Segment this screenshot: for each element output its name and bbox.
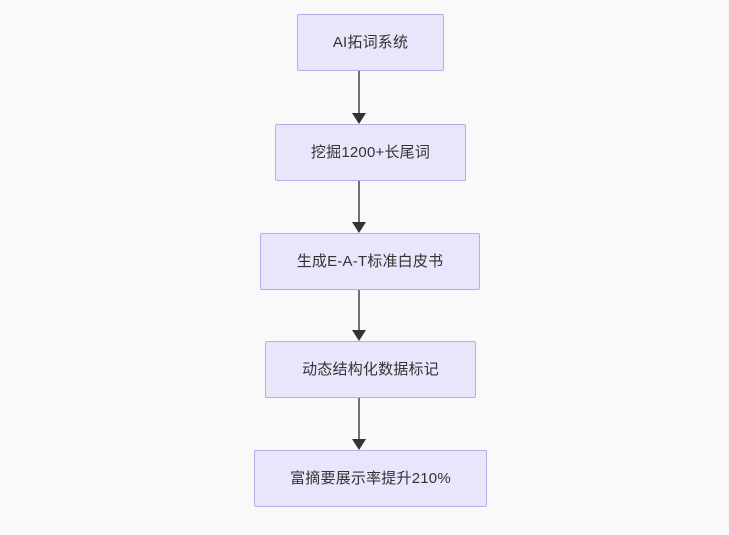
flowchart-node-2[interactable]: 挖掘1200+长尾词	[275, 124, 466, 181]
flowchart-node-4-label: 动态结构化数据标记	[302, 361, 439, 378]
flowchart-node-3-label: 生成E-A-T标准白皮书	[296, 253, 444, 270]
flowchart-node-1-label: AI拓词系统	[332, 34, 409, 51]
edge-node-1-to-node-2	[347, 71, 371, 124]
flowchart-node-4[interactable]: 动态结构化数据标记	[265, 341, 476, 398]
flowchart-node-3[interactable]: 生成E-A-T标准白皮书	[260, 233, 480, 290]
edge-node-4-to-node-5	[347, 398, 371, 450]
flowchart-node-5[interactable]: 富摘要展示率提升210%	[254, 450, 487, 507]
flowchart-node-5-label: 富摘要展示率提升210%	[290, 470, 451, 487]
edge-node-2-to-node-3	[347, 181, 371, 233]
flowchart-node-2-label: 挖掘1200+长尾词	[310, 144, 431, 161]
flowchart-node-1[interactable]: AI拓词系统	[297, 14, 444, 71]
edge-node-3-to-node-4	[347, 290, 371, 341]
